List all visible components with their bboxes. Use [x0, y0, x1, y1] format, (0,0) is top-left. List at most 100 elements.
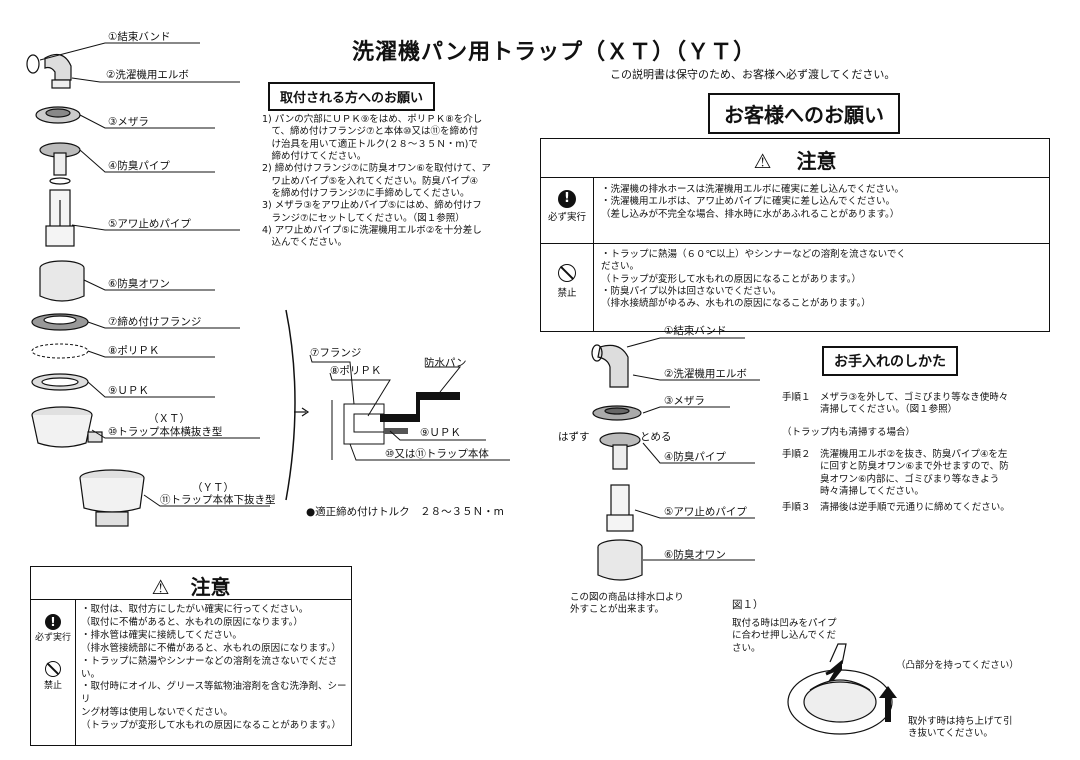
part-label-yt: ⑪トラップ本体下抜き型 — [160, 494, 276, 506]
fig1-pull-line: き抜いてください。 — [908, 728, 993, 740]
remove-label: はずす — [558, 431, 590, 443]
torque-note: ●適正締め付けトルク ２８～３５Ｎ・m — [306, 506, 504, 518]
prohibit-line: ・トラップに熱湯（６０℃以上）やシンナーなどの溶剤を流さないでく — [601, 249, 906, 260]
prohibit-line: （排水接続部がゆるみ、水もれの原因になることがあります。） — [601, 298, 871, 310]
fig1-line: さい。 — [732, 642, 761, 654]
part-label-xt-tag: （ＸＴ） — [148, 413, 190, 425]
part-label-flange: ⑦締め付けフランジ — [108, 316, 202, 328]
r-part-label-band: ①結束バンド — [664, 325, 727, 337]
fig1-pull-note: 取外す時は持ち上げて引 き抜いてください。 — [908, 716, 1013, 741]
install-line: 3) メザラ③をアワ止めパイプ⑤にはめ、締め付けフ — [262, 200, 482, 212]
bottom-caution-body: ! 必ず実行 禁止 ・取付は、取付方にしたがい確実に行ってください。 （取付に不… — [31, 599, 351, 745]
fig1-pull-line: 取外す時は持ち上げて引 — [908, 716, 1013, 727]
customer-caution-box: ⚠ 注意 ! 必ず実行 ・洗濯機の排水ホースは洗濯機用エルボに確実に差し込んでく… — [540, 138, 1050, 332]
prohibit-cell: 禁止 — [541, 244, 594, 331]
care-step-label: 手順２ — [782, 449, 811, 461]
prohibit-icon — [558, 264, 576, 282]
bottom-icon-cell: ! 必ず実行 禁止 — [31, 600, 76, 745]
install-line: ランジ⑦にセットしてください。（図１参照） — [262, 212, 465, 224]
r-part-label-deodor-pipe: ④防臭パイプ — [664, 451, 726, 463]
bottom-caution-line: （取付に不備があると、水もれの原因になります。） — [81, 616, 303, 628]
parts-diagram-right — [591, 337, 760, 581]
r-part-label-mezara: ③メザラ — [664, 395, 705, 407]
r-part-label-owan: ⑥防臭オワン — [664, 549, 726, 561]
parts-illustrations — [26, 42, 270, 527]
handover-notice: この説明書は保守のため、お客様へ必ず渡してください。 — [610, 68, 896, 81]
detach-line: 外すことが出来ます。 — [570, 604, 665, 616]
upk-illustration — [31, 373, 89, 391]
section-label-body: ⑩又は⑪トラップ本体 — [385, 448, 489, 460]
must-line: ・洗濯機用エルボは、アワ止めパイプに確実に差し込んでください。 — [601, 196, 896, 208]
prohibit-label: 禁止 — [557, 288, 577, 299]
install-line: を締め付けフランジ⑦に手締めしてください。 — [262, 188, 470, 200]
care-step-1: 手順１ メザラ③を外して、ゴミびまり等なき使時々 清掃してください。（図１参照） — [782, 392, 1062, 417]
attach-label: とめる — [640, 431, 672, 443]
care-step-label: 手順３ — [782, 502, 811, 514]
must-do-icon: ! — [558, 190, 576, 208]
cross-section-diagram — [285, 309, 510, 501]
bottom-caution-text: ・取付は、取付方にしたがい確実に行ってください。 （取付に不備があると、水もれの… — [81, 604, 351, 733]
care-step-line: に回すと防臭オワン⑥まで外せますので、防 — [820, 461, 1009, 473]
fig1-line: に合わせ押し込んでくだ — [732, 630, 837, 642]
care-step-line: 臭オワン⑥内部に、ゴミびまり等なきよう — [820, 473, 1000, 485]
prohibit-line: ださい。 — [601, 261, 640, 273]
fig1-line: 取付る時は凹みをパイプ — [732, 618, 837, 629]
care-heading: お手入れのしかた — [822, 346, 958, 376]
poly-pk-illustration — [31, 343, 89, 359]
caution-title: 注意 — [796, 149, 837, 173]
section-label-poly-pk: ⑧ポリＰＫ — [330, 365, 382, 377]
must-do-icon: ! — [45, 614, 61, 630]
parts-diagram-left: ①結束バンド ②洗濯機用エルボ ③メザラ ④防臭パイプ ⑤アワ止めパイプ ⑥防臭… — [0, 0, 276, 560]
r-part-label-awa-pipe: ⑤アワ止めパイプ — [664, 506, 747, 518]
install-line: け治具を用いて適正トルク(２８～３５Ｎ・m)で — [262, 138, 478, 150]
must-do-label: 必ず実行 — [547, 212, 586, 223]
section-label-flange: ⑦フランジ — [310, 347, 362, 359]
fig1-text: 取付る時は凹みをパイプ に合わせ押し込んでくだ さい。 — [732, 618, 837, 655]
install-line: 1) パンの穴部にＵＰＫ⑨をはめ、ポリＰＫ⑧を介し — [262, 114, 483, 125]
prohibit-text: ・トラップに熱湯（６０℃以上）やシンナーなどの溶剤を流さないでく ださい。 （ト… — [601, 249, 906, 311]
prohibit-line: （トラップが変形して水もれの原因になることがあります。） — [601, 273, 862, 285]
flange-illustration — [31, 313, 89, 331]
install-heading: 取付される方へのお願い — [268, 82, 436, 111]
warning-triangle-icon: ⚠ — [151, 575, 170, 599]
care-step-line: 清掃後は逆手順で元通りに締めてください。 — [820, 502, 1010, 514]
bottom-prohibit-label: 禁止 — [43, 680, 62, 691]
part-label-awa-pipe: ⑤アワ止めパイプ — [108, 218, 191, 230]
part-label-poly-pk: ⑧ポリＰＫ — [108, 345, 160, 357]
bottom-caution-line: ・取付は、取付方にしたがい確実に行ってください。 — [81, 604, 309, 615]
must-line: （差し込みが不完全な場合、排水時に水があふれることがあります。） — [601, 208, 900, 220]
awa-pipe-illustration — [45, 189, 75, 247]
owan-illustration — [39, 260, 85, 302]
care-step-3: 手順３ 清掃後は逆手順で元通りに締めてください。 — [782, 502, 1062, 514]
fig1-title: 図１） — [732, 599, 764, 611]
part-label-elbow: ②洗濯機用エルボ — [106, 69, 189, 81]
customer-heading: お客様へのお願い — [708, 93, 900, 134]
care-step-line: 洗濯機用エルボ②を抜き、防臭パイプ④を左 — [820, 449, 1008, 461]
bottom-caution-line: ・取付時にオイル、グリース等鉱物油溶剤を含む洗浄剤、シーリ — [81, 681, 347, 706]
install-line: て、締め付けフランジ⑦と本体⑩又は⑪を締め付 — [262, 126, 479, 138]
care-step-line: 清掃してください。（図１参照） — [820, 404, 958, 416]
part-label-mezara: ③メザラ — [108, 116, 149, 128]
bottom-caution-line: ・排水管は確実に接続してください。 — [81, 629, 242, 641]
care-step-2: 手順２ 洗濯機用エルボ②を抜き、防臭パイプ④を左 に回すと防臭オワン⑥まで外せま… — [782, 449, 1062, 498]
must-do-text: ・洗濯機の排水ホースは洗濯機用エルボに確実に差し込んでください。 ・洗濯機用エル… — [601, 184, 904, 221]
section-label-upk: ⑨ＵＰＫ — [420, 427, 461, 439]
prohibit-row: 禁止 ・トラップに熱湯（６０℃以上）やシンナーなどの溶剤を流さないでく ださい。… — [541, 243, 1049, 331]
prohibit-line: ・防臭パイプ以外は回さないでください。 — [601, 286, 782, 298]
band-elbow-illustration — [26, 53, 72, 89]
part-label-band: ①結束バンド — [108, 31, 171, 43]
fig1-grip-note: （凸部分を持ってください） — [896, 660, 1019, 671]
bottom-caution-line: （排水管接続部に不備があると、水もれの原因になります。） — [81, 642, 341, 654]
caution-title-row: ⚠ 注意 — [541, 145, 1049, 174]
install-line: 締め付けてください。 — [262, 151, 367, 163]
bottom-must-label: 必ず実行 — [34, 633, 71, 643]
deodor-pipe-illustration — [39, 142, 81, 185]
part-label-yt-tag: （ＹＴ） — [192, 482, 234, 494]
bottom-caution-line: （トラップが変形して水もれの原因になることがあります。） — [81, 720, 342, 732]
care-steps: 手順１ メザラ③を外して、ゴミびまり等なき使時々 清掃してください。（図１参照）… — [782, 392, 1062, 515]
section-label-pan: 防水パン — [424, 357, 467, 369]
page-title: 洗濯機パン用トラップ（ＸＴ）（ＹＴ） — [352, 40, 757, 65]
mezara-illustration — [35, 106, 81, 124]
bottom-caution-title: 注意 — [190, 575, 231, 599]
part-label-deodor-pipe: ④防臭パイプ — [108, 160, 170, 172]
